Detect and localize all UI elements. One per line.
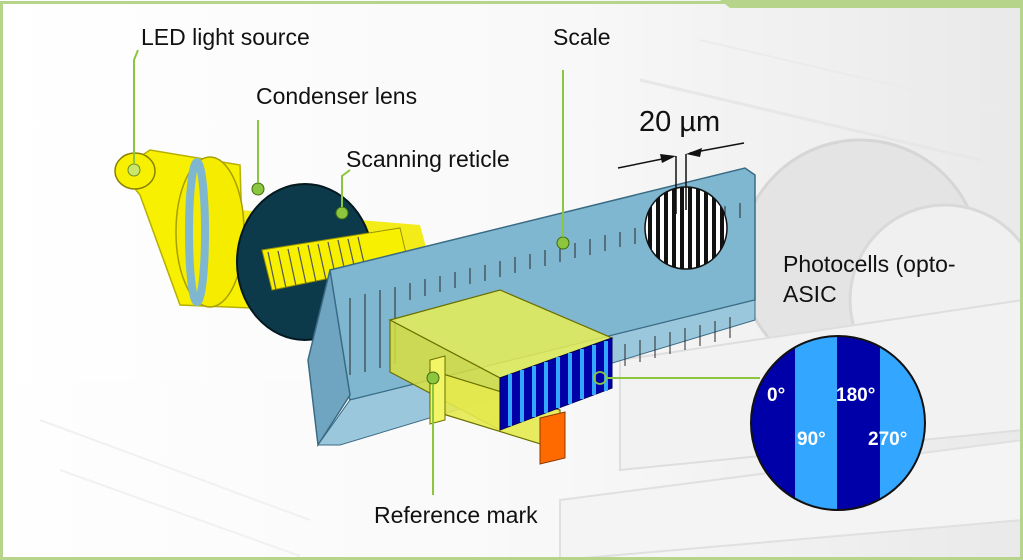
phase-180: 180°	[836, 385, 876, 406]
condenser-marker	[251, 182, 265, 196]
label-led-light-source: LED light source	[141, 24, 310, 50]
phase-270: 270°	[868, 429, 908, 450]
led-marker	[127, 163, 141, 177]
phase-90: 90°	[797, 429, 826, 450]
label-scale: Scale	[553, 24, 611, 50]
reticle-grating	[267, 236, 367, 291]
leader-lines	[133, 49, 760, 495]
phase-0: 0°	[767, 385, 786, 406]
scale-end-face	[307, 269, 351, 448]
label-reference-mark: Reference mark	[374, 502, 538, 528]
pitch-dimension	[617, 142, 745, 214]
scale-marker	[556, 236, 570, 250]
frame-tab	[720, 0, 1023, 8]
label-scanning-reticle: Scanning reticle	[346, 146, 510, 172]
condenser-lens-ring	[185, 158, 209, 306]
reticle-marker	[335, 206, 349, 220]
label-pitch: 20 µm	[639, 106, 721, 138]
scanning-unit	[388, 289, 614, 465]
label-condenser-lens: Condenser lens	[256, 83, 418, 109]
grating-magnifier	[644, 186, 728, 270]
label-photocells: Photocells (opto-ASIC	[783, 251, 956, 307]
